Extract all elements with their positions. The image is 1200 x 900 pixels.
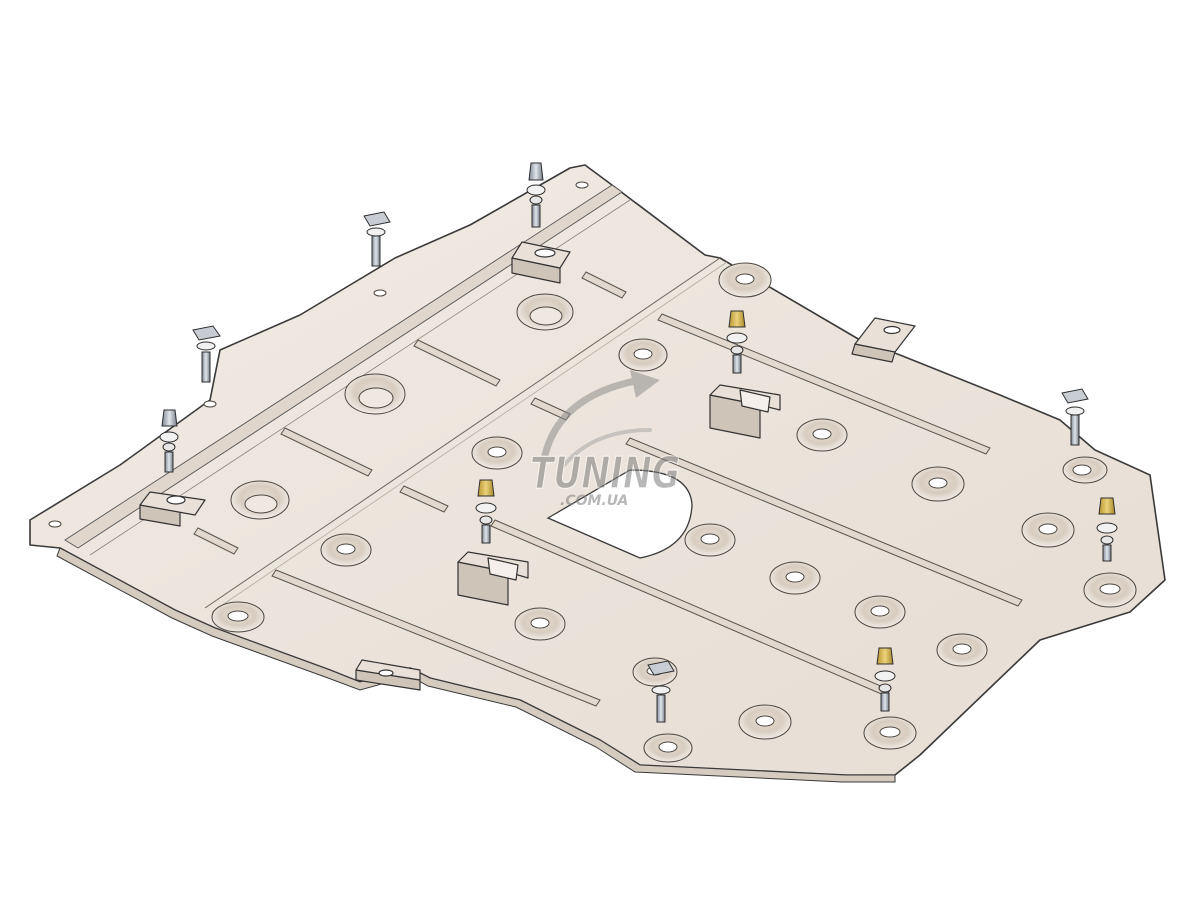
mounting-bracket-icon [709,384,781,439]
dimple [230,480,290,520]
slot [625,437,1023,607]
mounting-bolt-icon [159,409,179,473]
dimple-hole [471,436,523,470]
watermark-logo: TUNING .COM.UA [529,370,681,509]
slot [399,485,449,513]
swoosh-arrow-icon [541,370,660,472]
flange-slot [575,181,589,189]
large-dimples [230,293,574,520]
dimple-hole [618,338,668,372]
dimple-hole [643,733,693,763]
brass-nut-icon [874,647,896,712]
mounting-bracket-icon [457,551,529,606]
cage-nut-icon [647,660,675,723]
brass-nut-icon [1096,497,1118,562]
plate-fold-line-2 [211,261,728,613]
flange-slot [203,400,217,408]
brass-nut-icon [475,479,497,544]
dimple [516,293,574,331]
mounting-bolt-icon [526,162,546,228]
rear-flange-slots [48,181,589,528]
dimple-hole [863,716,917,750]
mounting-bracket-icon [851,317,916,363]
dimple-hole [514,607,566,641]
plate-fold-line [204,257,721,609]
dimple-hole [211,601,265,633]
dimple-hole [769,561,821,595]
cage-nut-icon [1061,388,1089,446]
dimple-hole [796,418,848,452]
rear-fasteners [159,162,1089,723]
mounting-bracket-icon [511,241,571,284]
dimple-hole [684,523,736,557]
flange-slot [48,520,62,528]
dimple-hole [854,595,906,629]
service-hole [546,469,693,559]
plate-front-flange [56,547,896,783]
slot [413,339,501,387]
dimple-hole [1062,456,1108,484]
slot [271,569,601,707]
dimple-hole [718,262,772,298]
watermark-domain: .COM.UA [560,493,628,509]
dimple-hole [1083,572,1137,608]
slot [280,427,373,477]
flange-slot [373,289,387,297]
brass-fasteners [475,310,1118,712]
cage-nut-icon [363,211,391,267]
dimple-hole [936,633,988,667]
cage-nut-icon [192,325,221,383]
dimple [344,373,406,415]
dimple-hole [1021,512,1075,548]
dimple-hole [320,533,372,567]
slot [193,527,239,555]
mounting-bracket-icon [355,659,421,691]
dimple-hole [911,466,965,502]
watermark-brand: TUNING [530,448,680,499]
slot [581,271,627,299]
mount-dimples [211,262,1137,763]
mounting-brackets [139,241,916,691]
brass-nut-icon [726,310,748,374]
mounting-bracket-icon [139,491,206,527]
dimple-hole [738,704,792,740]
plate-rear-rib [64,184,623,549]
